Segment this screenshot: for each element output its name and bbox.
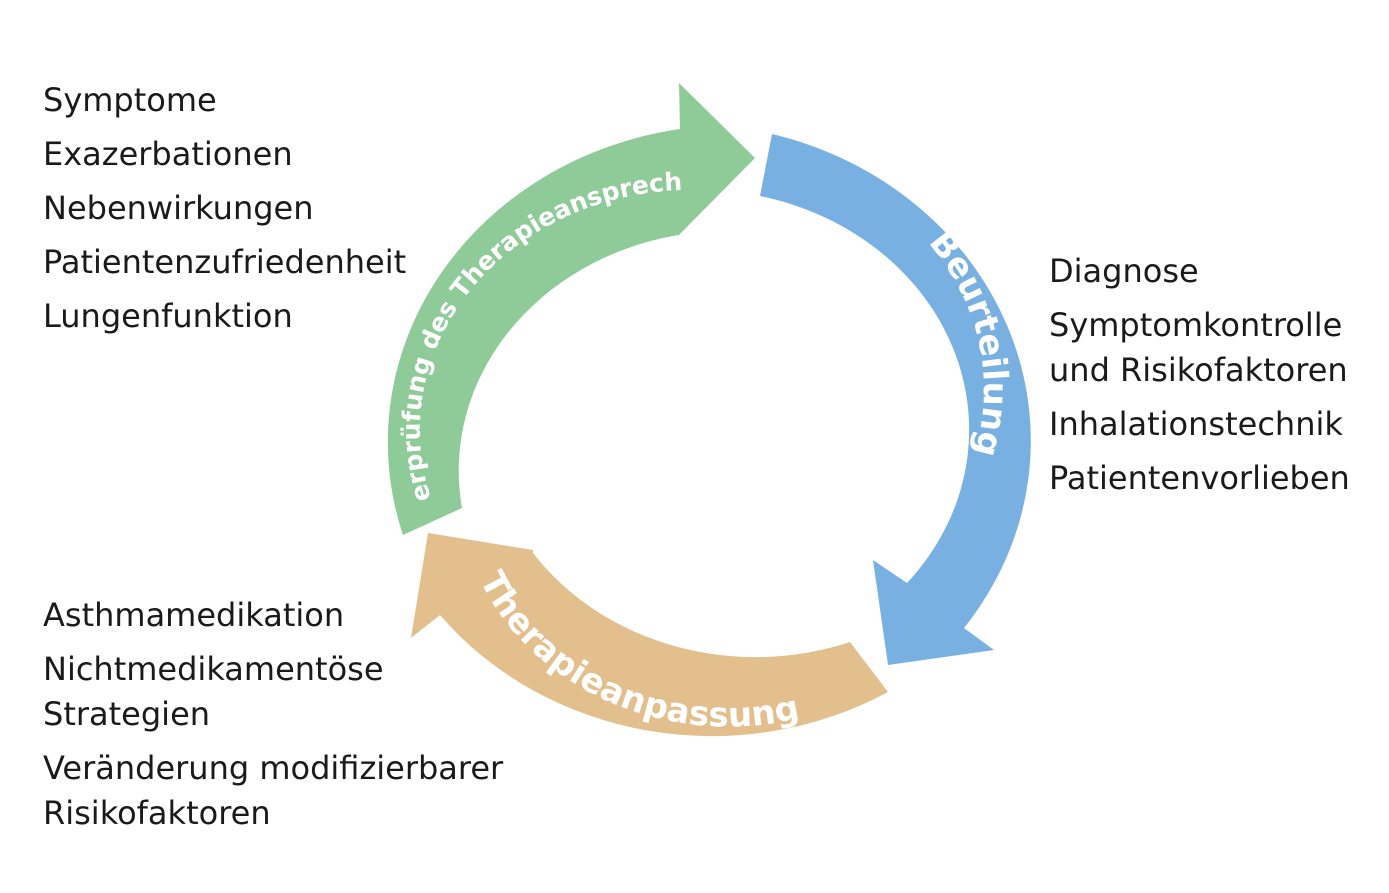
- review-criterion: Patientenzufriedenheit: [43, 243, 407, 281]
- review-criterion: Lungenfunktion: [43, 297, 293, 335]
- review-criteria-list: Symptome Exazerbationen Nebenwirkungen P…: [43, 78, 406, 348]
- review-criterion: Symptome: [43, 81, 217, 119]
- assessment-criterion: Inhalationstechnik: [1049, 405, 1343, 443]
- assessment-arrow: [760, 134, 1031, 665]
- review-arrow: [387, 83, 755, 535]
- review-criterion: Exazerbationen: [43, 135, 293, 173]
- assessment-criterion: Diagnose: [1049, 252, 1199, 290]
- adjustment-arrow: [411, 533, 888, 737]
- adjustment-measure: Asthmamedikation: [43, 596, 345, 634]
- assessment-criterion: Patientenvorlieben: [1049, 459, 1350, 497]
- review-criterion: Nebenwirkungen: [43, 189, 314, 227]
